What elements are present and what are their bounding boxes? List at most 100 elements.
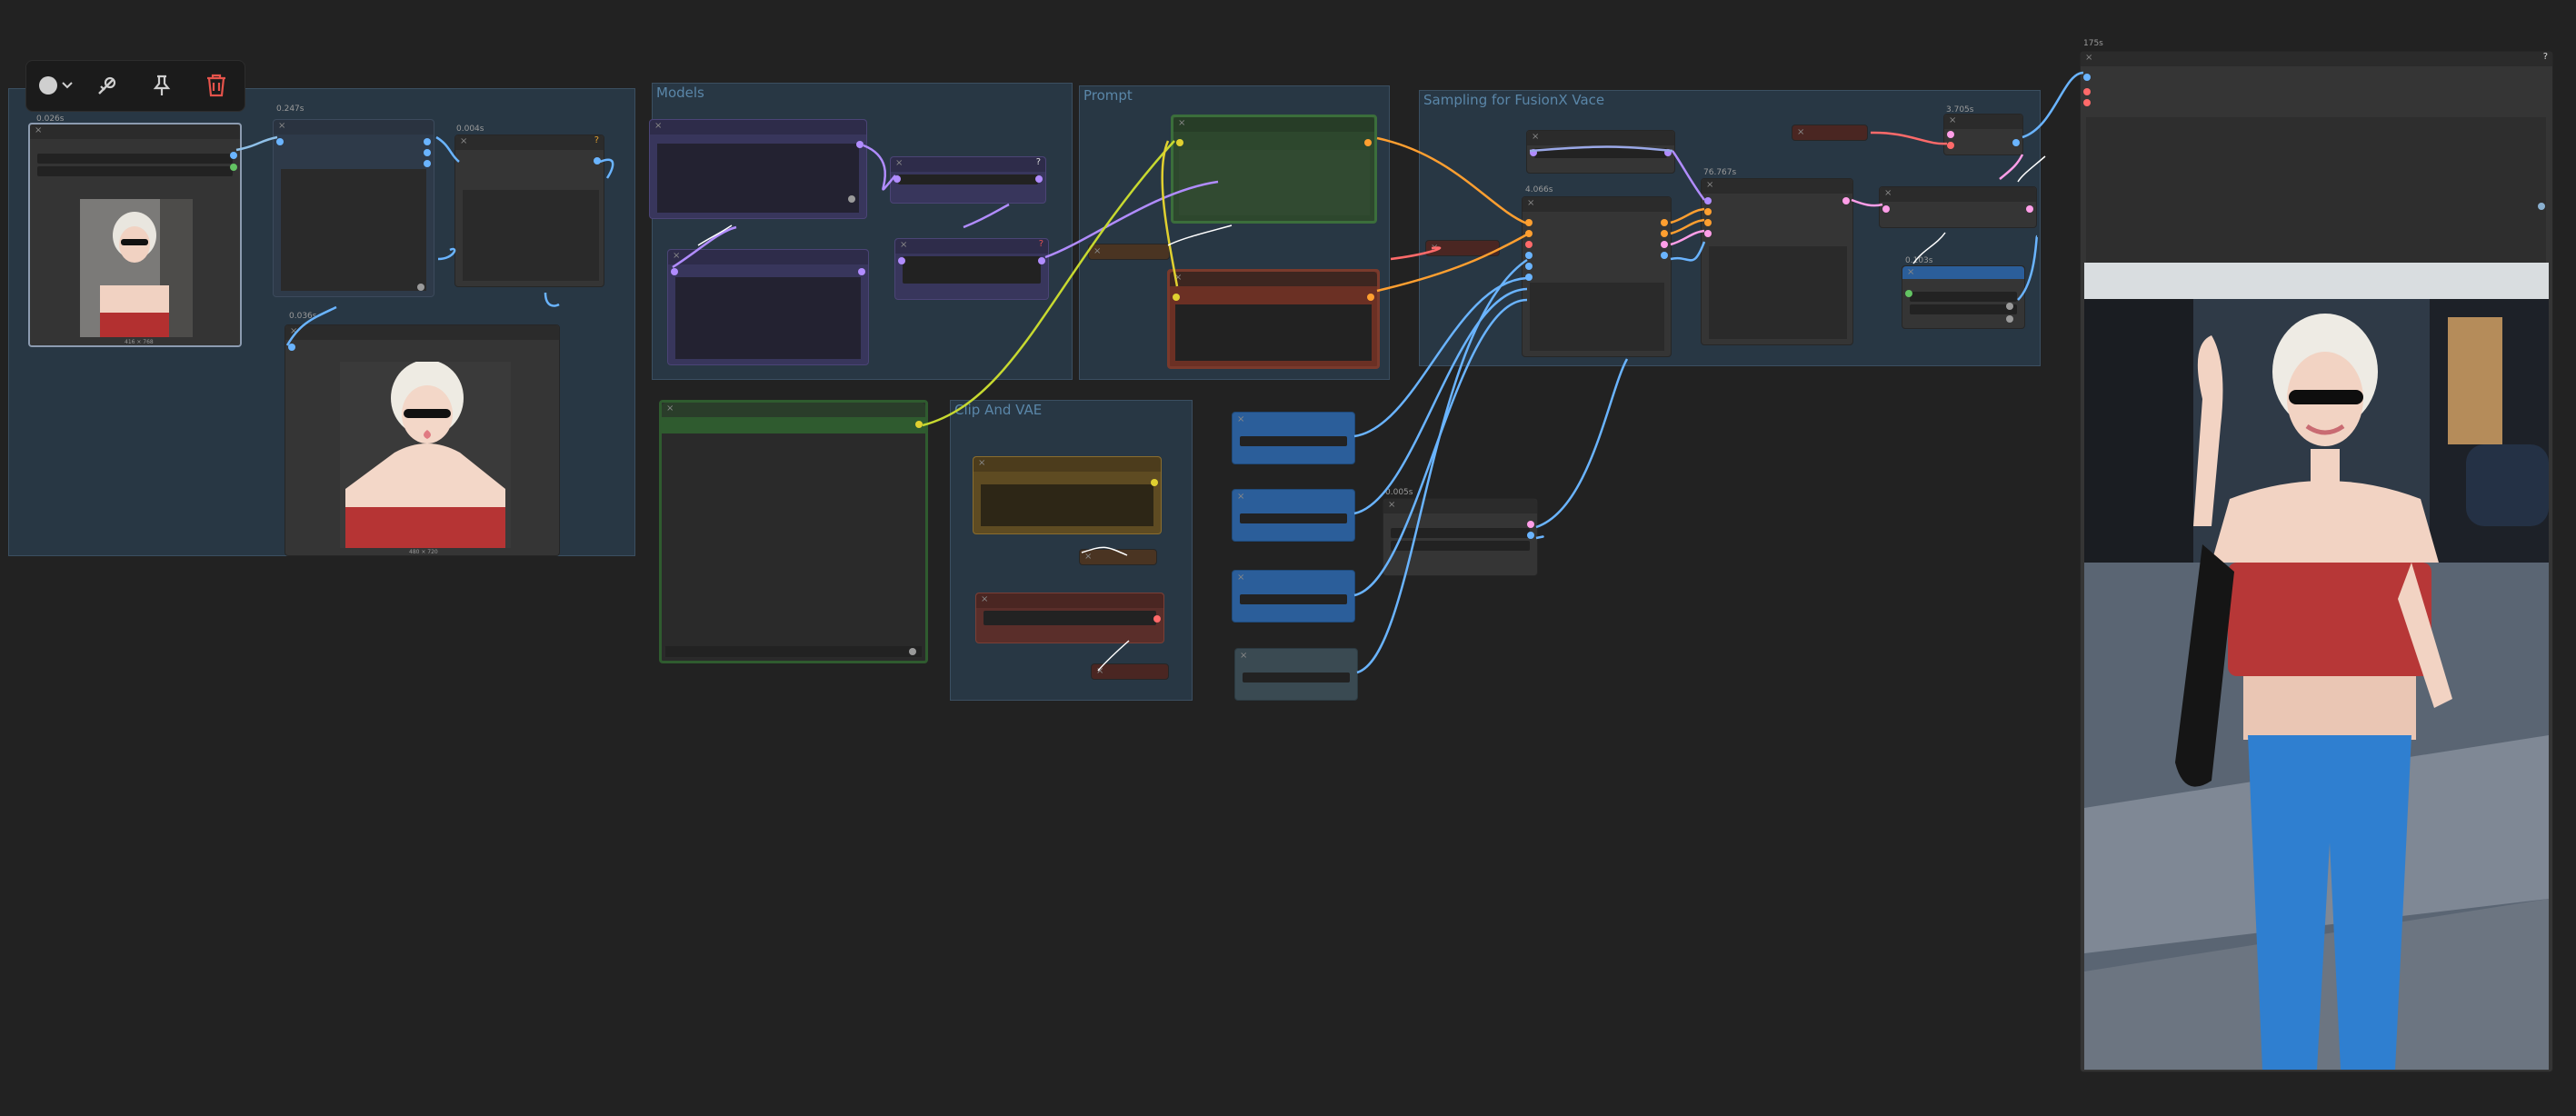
- input-slot[interactable]: [1704, 197, 1712, 204]
- vae-loader-header[interactable]: ×: [976, 593, 1163, 608]
- color-picker-button[interactable]: [32, 68, 79, 103]
- widget-row[interactable]: [1391, 541, 1530, 551]
- output-slot[interactable]: [2026, 205, 2033, 213]
- widget-row[interactable]: [37, 154, 233, 164]
- output-slot[interactable]: [1661, 252, 1668, 259]
- toggle-dot[interactable]: [2538, 203, 2545, 210]
- output-slot[interactable]: [1527, 521, 1534, 528]
- input-slot[interactable]: [2083, 74, 2091, 81]
- trim-latent-node[interactable]: ×: [1879, 186, 2037, 228]
- vae-reroute-1[interactable]: ×: [1079, 549, 1157, 565]
- help-icon[interactable]: ?: [2542, 52, 2548, 62]
- collapse-icon[interactable]: ×: [1706, 180, 1714, 190]
- input-slot[interactable]: [1173, 294, 1180, 301]
- ksampler-header[interactable]: ×: [1702, 179, 1852, 194]
- vae-decode-node[interactable]: ×: [1943, 114, 2023, 155]
- widget-row[interactable]: [983, 611, 1156, 625]
- output-slot[interactable]: [230, 164, 237, 171]
- mask-node-header[interactable]: ×?: [455, 135, 604, 150]
- output-slot[interactable]: [1527, 532, 1534, 539]
- preview-image-node[interactable]: × 480 × 720: [285, 324, 560, 556]
- input-slot[interactable]: [1947, 131, 1954, 138]
- input-slot[interactable]: [671, 268, 678, 275]
- input-slot[interactable]: [1947, 142, 1954, 149]
- widget-row[interactable]: [1240, 436, 1347, 446]
- ksampler-widgets[interactable]: [1709, 246, 1847, 339]
- collapse-icon[interactable]: ×: [1178, 118, 1186, 128]
- vace-node-header[interactable]: ×: [1523, 197, 1671, 212]
- input-slot[interactable]: [1704, 230, 1712, 237]
- input-slot[interactable]: [1525, 241, 1533, 248]
- width-primitive-node[interactable]: ×: [1232, 412, 1355, 464]
- output-slot[interactable]: [1661, 230, 1668, 237]
- widget-row[interactable]: [1240, 513, 1347, 523]
- help-icon[interactable]: ?: [1035, 157, 1041, 167]
- mask-widgets[interactable]: [463, 190, 599, 281]
- collapse-icon[interactable]: ×: [1093, 246, 1102, 256]
- height-primitive-node[interactable]: ×: [1232, 489, 1355, 542]
- negative-prompt-node[interactable]: ×: [1167, 269, 1380, 369]
- widget-row[interactable]: [1534, 148, 1667, 158]
- collapse-icon[interactable]: ×: [1174, 273, 1183, 283]
- input-slot[interactable]: [1525, 263, 1533, 270]
- negative-prompt-textarea[interactable]: [1175, 304, 1372, 361]
- input-slot[interactable]: [1525, 252, 1533, 259]
- clip-node-header[interactable]: ×: [662, 403, 925, 417]
- input-slot[interactable]: [1525, 230, 1533, 237]
- output-slot[interactable]: [915, 421, 923, 428]
- collapse-icon[interactable]: ×: [1797, 127, 1805, 137]
- toggle-dot[interactable]: [2006, 315, 2013, 323]
- seed-primitive-node[interactable]: ×: [1234, 648, 1358, 701]
- output-slot[interactable]: [424, 160, 431, 167]
- input-slot[interactable]: [894, 175, 901, 183]
- widget-row[interactable]: [1240, 594, 1347, 604]
- output-slot[interactable]: [1364, 139, 1372, 146]
- lora-node-header[interactable]: ×?: [891, 157, 1045, 172]
- vae-decode-reroute[interactable]: ×: [1792, 125, 1868, 141]
- length-primitive-node[interactable]: ×: [1232, 570, 1355, 623]
- resize-widgets[interactable]: [281, 169, 426, 291]
- widget-row[interactable]: [1391, 528, 1530, 538]
- trim-node-header[interactable]: ×: [1880, 187, 2036, 202]
- input-slot[interactable]: [1525, 219, 1533, 226]
- clip-text-encode-node[interactable]: ×: [659, 400, 928, 663]
- toggle-dot[interactable]: [848, 195, 855, 203]
- collapse-icon[interactable]: ×: [654, 121, 663, 131]
- model-loader-header[interactable]: ×: [650, 120, 866, 135]
- output-slot[interactable]: [1661, 241, 1668, 248]
- collapse-icon[interactable]: ×: [673, 251, 681, 261]
- widget-row[interactable]: [37, 166, 233, 176]
- lora-node-2[interactable]: ×?: [894, 238, 1049, 300]
- input-slot[interactable]: [1905, 290, 1912, 297]
- vae-reroute-2[interactable]: ×: [1091, 663, 1169, 680]
- save-video-node[interactable]: ×: [1902, 265, 2025, 329]
- collapse-icon[interactable]: ×: [1527, 198, 1535, 208]
- clip-loader-node[interactable]: ×: [973, 456, 1162, 534]
- input-slot[interactable]: [1882, 205, 1890, 213]
- collapse-icon[interactable]: ×: [1084, 552, 1093, 562]
- input-slot[interactable]: [2083, 88, 2091, 95]
- delete-button[interactable]: [199, 68, 234, 103]
- widget-row[interactable]: [1910, 292, 2017, 302]
- input-slot[interactable]: [1525, 274, 1533, 281]
- resize-image-node[interactable]: ×: [273, 119, 434, 297]
- collapse-icon[interactable]: ×: [1907, 267, 1915, 277]
- widget-row[interactable]: [898, 174, 1038, 184]
- input-slot[interactable]: [1704, 208, 1712, 215]
- negative-prompt-header[interactable]: ×: [1170, 272, 1377, 286]
- collapse-icon[interactable]: ×: [978, 458, 986, 468]
- widget-row[interactable]: [1910, 304, 2017, 314]
- output-slot[interactable]: [1038, 257, 1045, 264]
- collapse-icon[interactable]: ×: [666, 404, 674, 414]
- input-slot[interactable]: [1176, 139, 1183, 146]
- wan-vace-to-video-node[interactable]: ×: [1522, 196, 1672, 357]
- model-loader-widgets[interactable]: [657, 144, 859, 213]
- output-slot[interactable]: [424, 138, 431, 145]
- bypass-button[interactable]: [90, 68, 125, 103]
- collapse-icon[interactable]: ×: [278, 121, 286, 131]
- collapse-icon[interactable]: ×: [290, 326, 298, 336]
- collapse-icon[interactable]: ×: [1237, 573, 1245, 583]
- collapse-icon[interactable]: ×: [1949, 115, 1957, 125]
- collapse-icon[interactable]: ×: [1096, 666, 1104, 676]
- pin-button[interactable]: [145, 68, 179, 103]
